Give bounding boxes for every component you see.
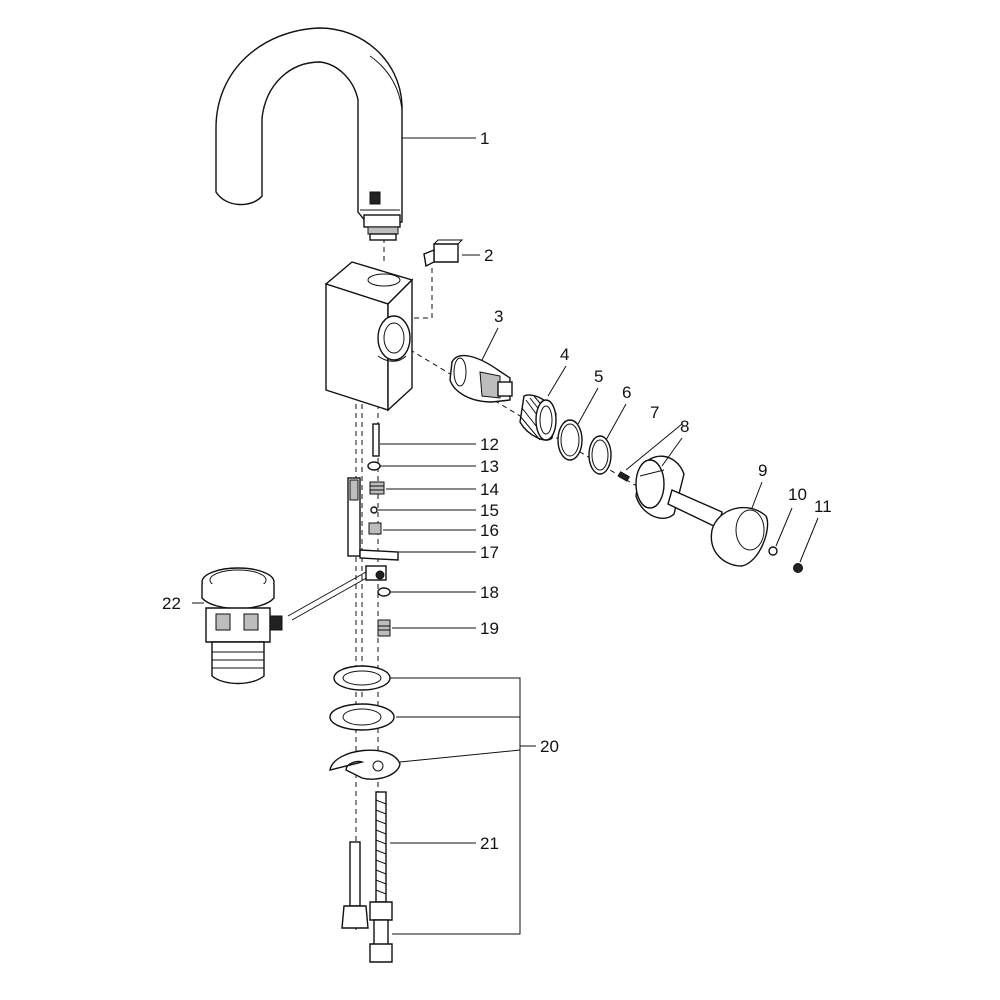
callout-12: 12 [480,435,499,454]
spout-icon [215,27,403,241]
pop-up-rod-icon [287,477,399,621]
callout-1: 1 [480,129,489,148]
aerator-insert-icon [423,239,464,268]
callout-10: 10 [788,485,807,504]
rod-icon [372,423,380,457]
callout-17: 17 [480,543,499,562]
callout-9: 9 [758,461,767,480]
callout-11: 11 [814,497,832,516]
mounting-kit-icon [329,665,401,780]
callout-3: 3 [494,307,503,326]
callout-22: 22 [162,594,181,613]
callout-21: 21 [480,834,499,853]
washer-icon [367,461,381,471]
callout-13: 13 [480,457,499,476]
faucet-body-icon [324,261,414,412]
callout-14: 14 [480,480,499,499]
drain-valve-icon [201,567,283,685]
cartridge-icon [449,354,513,403]
callout-5: 5 [594,367,603,386]
callout-16: 16 [480,521,499,540]
callout-8: 8 [680,417,689,436]
pin-icon [617,471,631,482]
callout-labels: 1 2 3 4 5 6 7 8 9 10 11 12 13 14 15 16 1… [162,129,832,853]
lever-handle-icon [667,489,769,567]
threaded-sleeve-icon [519,394,557,441]
retaining-ring-icon [588,435,612,475]
supply-hose-icon [341,791,393,963]
callout-15: 15 [480,501,499,520]
set-screw-icon [768,546,778,556]
o-ring-icon [557,419,583,461]
callout-18: 18 [480,583,499,602]
callout-19: 19 [480,619,499,638]
callout-7: 7 [650,403,659,422]
hex-nut-icon [377,619,391,637]
small-washer-icon [370,506,378,514]
callout-4: 4 [560,345,569,364]
callout-20: 20 [540,737,559,756]
clip-icon [377,587,391,597]
plug-icon [793,563,803,573]
leader-lines [192,137,819,935]
small-nut-icon [368,522,382,535]
nut-icon [369,481,385,495]
callout-2: 2 [484,246,493,265]
callout-6: 6 [622,383,631,402]
